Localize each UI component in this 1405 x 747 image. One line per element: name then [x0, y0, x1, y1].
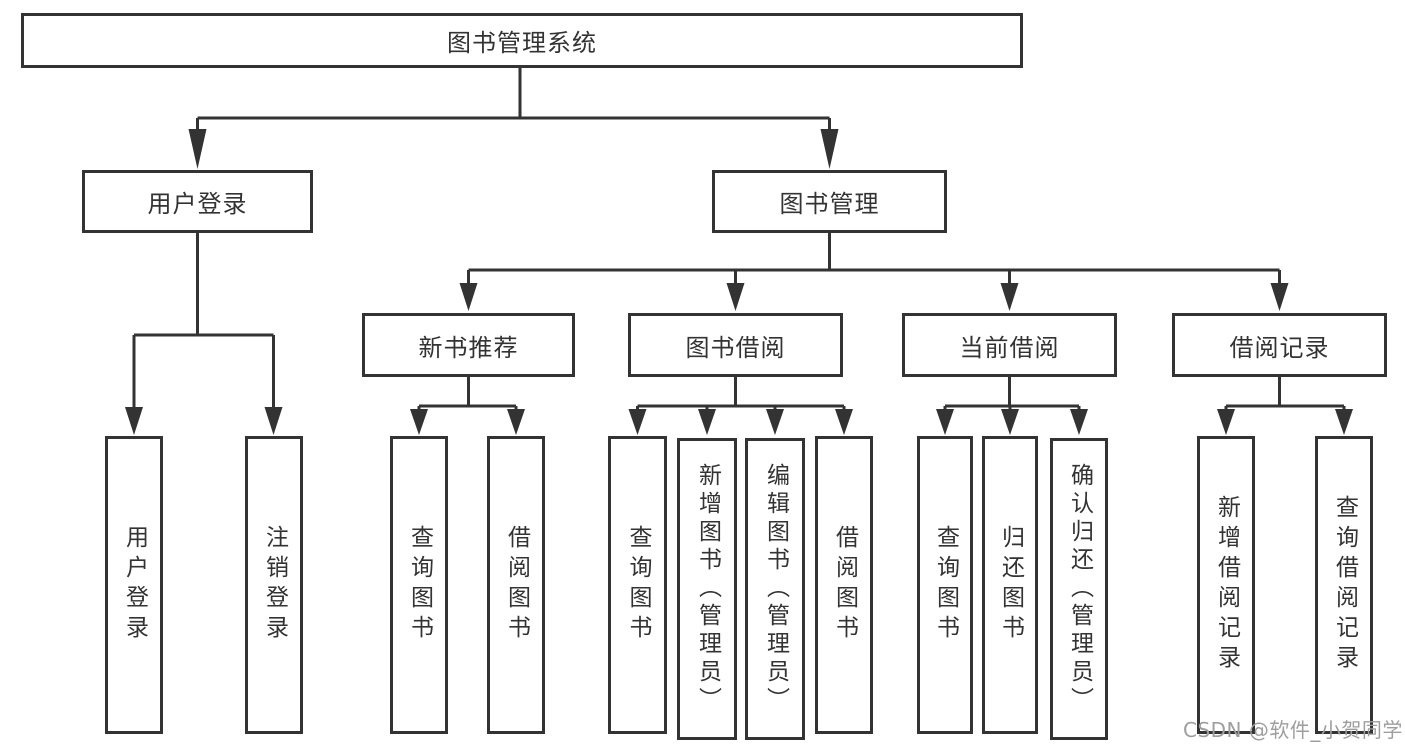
arrowhead-down-icon [264, 407, 283, 435]
arrowhead-down-icon [766, 409, 784, 435]
arrowhead-down-icon [1270, 283, 1289, 311]
node-root-library-system: 图书管理系统 [21, 13, 1023, 68]
node-borrow-records: 借阅记录 [1172, 313, 1387, 377]
leaf-bb-add-book-admin: 新增图书（管理员） [677, 438, 737, 740]
leaf-rec-borrow-book: 借阅图书 [487, 436, 545, 734]
node-book-management: 图书管理 [712, 170, 947, 233]
arrowhead-down-icon [1001, 409, 1019, 435]
arrowhead-down-icon [1217, 409, 1235, 435]
leaf-bb-query-book: 查询图书 [608, 436, 667, 734]
arrowhead-down-icon [188, 129, 207, 169]
arrowhead-down-icon [628, 409, 647, 435]
arrowhead-down-icon [1000, 283, 1019, 311]
arrowhead-down-icon [410, 409, 428, 435]
csdn-watermark: CSDN @软件_小贺同学 [1183, 718, 1403, 742]
leaf-br-add-record: 新增借阅记录 [1197, 436, 1255, 734]
arrowhead-down-icon [835, 409, 853, 435]
arrowhead-down-icon [1070, 409, 1088, 435]
leaf-logout-login: 注销登录 [245, 436, 303, 734]
arrowhead-down-icon [125, 407, 143, 435]
arrowhead-down-icon [726, 283, 745, 311]
node-user-login: 用户登录 [82, 170, 313, 233]
arrowhead-down-icon [820, 129, 839, 169]
node-book-borrow: 图书借阅 [628, 313, 843, 377]
arrowhead-down-icon [698, 409, 716, 435]
leaf-cb-return-book: 归还图书 [982, 436, 1038, 734]
leaf-bb-edit-book-admin: 编辑图书（管理员） [745, 438, 805, 740]
node-current-borrow: 当前借阅 [902, 313, 1117, 377]
leaf-cb-query-book: 查询图书 [917, 436, 973, 734]
leaf-bb-borrow-book: 借阅图书 [815, 436, 873, 734]
leaf-cb-confirm-return-admin: 确认归还（管理员） [1050, 438, 1108, 740]
node-new-book-recommend: 新书推荐 [362, 313, 575, 377]
leaf-rec-query-book: 查询图书 [390, 436, 448, 734]
arrowhead-down-icon [1335, 409, 1353, 435]
leaf-user-login: 用户登录 [105, 436, 163, 734]
arrowhead-down-icon [936, 409, 954, 435]
arrowhead-down-icon [507, 409, 525, 435]
arrowhead-down-icon [459, 283, 478, 311]
leaf-br-query-record: 查询借阅记录 [1315, 436, 1373, 734]
